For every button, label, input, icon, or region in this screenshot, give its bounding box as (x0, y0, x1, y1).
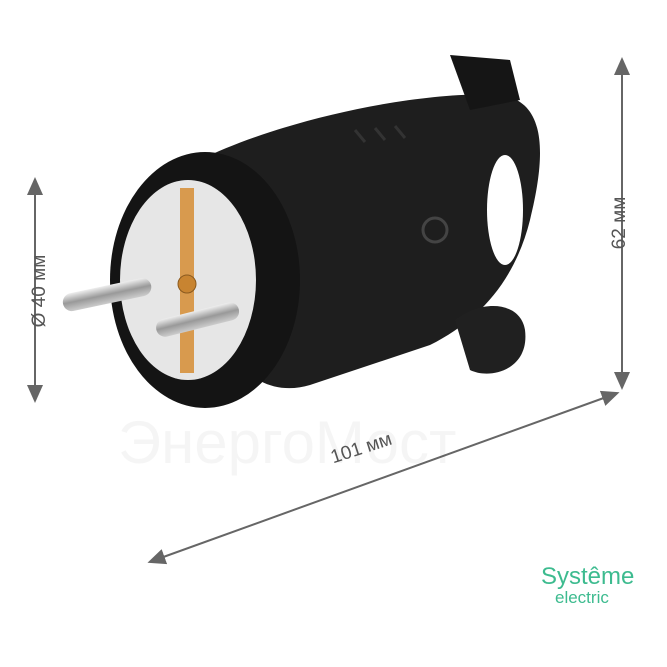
pin-right (156, 302, 240, 337)
diameter-label: Ø 40 мм (29, 254, 50, 328)
dimension-line-length (147, 390, 620, 565)
logo-line2: electric (555, 588, 609, 607)
watermark: ЭнергоМост (118, 408, 456, 477)
height-label: 62 мм (609, 196, 630, 250)
handle-hole (487, 155, 523, 265)
brand-emblem (421, 216, 449, 244)
logo-line1: Systême (541, 563, 635, 590)
brand-logo: Systême electric (541, 563, 635, 607)
grip-ridges (353, 125, 407, 143)
center-screw (177, 274, 197, 294)
cable-entry (455, 306, 526, 374)
handle-top (450, 55, 520, 110)
pin-left (62, 278, 152, 312)
